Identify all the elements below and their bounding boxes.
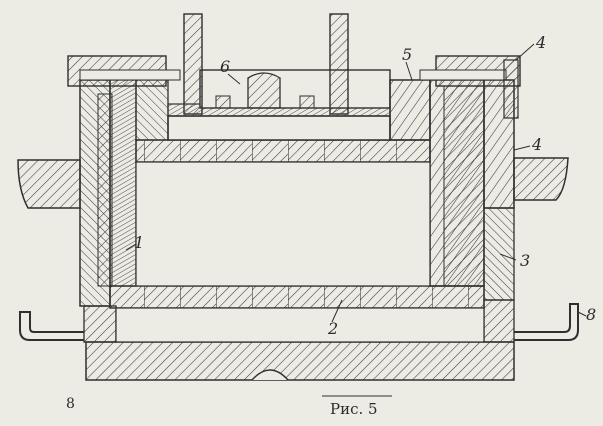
label-4-top: 4 bbox=[535, 33, 546, 52]
label-6: 6 bbox=[220, 57, 230, 76]
handle-left bbox=[19, 311, 84, 341]
support-leg-left bbox=[83, 305, 117, 343]
leader-lines bbox=[125, 43, 587, 323]
sealing-block-right bbox=[389, 79, 431, 141]
label-2: 2 bbox=[327, 319, 338, 338]
label-8: 8 bbox=[586, 305, 596, 324]
inner-lining-right bbox=[429, 79, 485, 287]
side-bracket-left bbox=[17, 159, 81, 209]
inner-lining-left bbox=[97, 79, 137, 287]
electrode-left bbox=[183, 13, 203, 115]
label-1: 1 bbox=[134, 233, 144, 252]
handle-right bbox=[514, 303, 579, 341]
top-flange-left bbox=[67, 55, 181, 87]
lid-block bbox=[199, 69, 391, 109]
page-number: 8 bbox=[66, 396, 75, 412]
label-3: 3 bbox=[520, 251, 530, 270]
label-5: 5 bbox=[402, 45, 412, 64]
sealing-block-left bbox=[135, 79, 169, 141]
support-leg-right bbox=[483, 299, 515, 343]
side-bracket-right bbox=[513, 157, 569, 201]
foundation-slab bbox=[85, 341, 515, 381]
figure-caption: Рис. 5 bbox=[330, 400, 378, 418]
hearth-lining bbox=[109, 285, 485, 343]
top-flange-right bbox=[419, 55, 521, 119]
electrode-right bbox=[329, 13, 349, 115]
chamber-crown bbox=[135, 139, 431, 287]
label-4: 4 bbox=[531, 135, 542, 154]
